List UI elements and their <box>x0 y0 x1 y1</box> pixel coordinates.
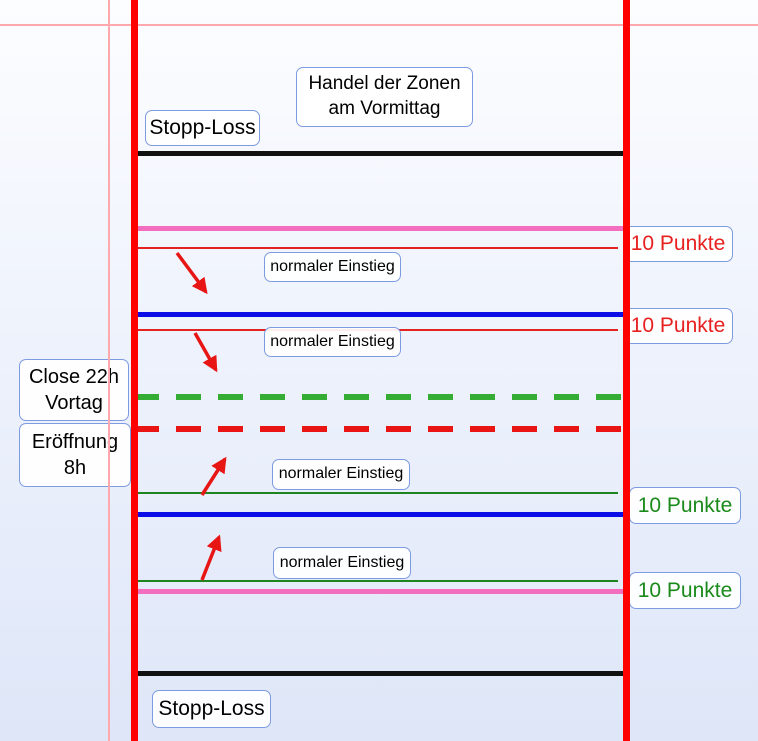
points-label-3: 10 Punkte <box>629 487 741 524</box>
normal-entry-label-3: normaler Einstieg <box>272 459 410 490</box>
points-label-2: 10 Punkte <box>623 308 733 344</box>
points-label-1: 10 Punkte <box>623 226 733 262</box>
session-end-line <box>623 0 630 741</box>
arrow-down-icon <box>193 332 218 373</box>
vertical-guide-line <box>108 0 110 741</box>
arrow-down-icon <box>175 251 208 295</box>
upper-normal-entry-line-1 <box>134 247 618 249</box>
open-label-line1: Eröffnung <box>31 431 119 453</box>
stop-loss-bottom-text: Stopp-Loss <box>158 697 265 721</box>
lower-normal-entry-line-2 <box>134 580 618 582</box>
arrow-up-icon <box>200 456 227 496</box>
normal-entry-label-1: normaler Einstieg <box>264 252 401 282</box>
points-text-3: 10 Punkte <box>637 493 733 517</box>
normal-entry-text-2: normaler Einstieg <box>270 332 395 350</box>
normal-entry-label-2: normaler Einstieg <box>264 327 401 357</box>
lower-normal-entry-line-1 <box>134 492 618 494</box>
diagram-title: Handel der Zonen am Vormittag <box>296 67 473 127</box>
normal-entry-text-3: normaler Einstieg <box>278 465 404 483</box>
points-text-1: 10 Punkte <box>630 232 726 256</box>
lower-zone-bottom-line <box>134 589 627 594</box>
diagram-title-line2: am Vormittag <box>328 98 441 119</box>
lower-stop-loss-line <box>134 671 630 676</box>
points-text-2: 10 Punkte <box>630 314 726 338</box>
normal-entry-text-1: normaler Einstieg <box>270 257 395 275</box>
stop-loss-top-label: Stopp-Loss <box>145 110 260 146</box>
normal-entry-label-4: normaler Einstieg <box>273 547 411 579</box>
upper-zone-top-line <box>134 226 627 231</box>
close-22h-vortag-line <box>134 394 627 400</box>
normal-entry-text-4: normaler Einstieg <box>279 553 405 571</box>
open-label-line2: 8h <box>63 457 87 479</box>
lower-zone-top-line <box>134 512 627 517</box>
close-22h-vortag-label: Close 22h Vortag <box>19 359 129 421</box>
close-label-line1: Close 22h <box>28 366 120 388</box>
close-label-line2: Vortag <box>45 392 103 414</box>
arrow-up-icon <box>200 534 222 581</box>
eroeffnung-8h-label: Eröffnung 8h <box>19 423 131 487</box>
stop-loss-bottom-label: Stopp-Loss <box>152 690 271 728</box>
horizontal-guide-line <box>0 24 758 26</box>
upper-stop-loss-line <box>134 151 630 156</box>
points-label-4: 10 Punkte <box>629 572 741 609</box>
stop-loss-top-text: Stopp-Loss <box>149 116 256 140</box>
eroeffnung-8h-line <box>134 426 627 432</box>
session-start-line <box>131 0 138 741</box>
points-text-4: 10 Punkte <box>637 578 733 602</box>
diagram-title-line1: Handel der Zonen <box>308 73 461 95</box>
upper-zone-bottom-line <box>134 312 627 317</box>
